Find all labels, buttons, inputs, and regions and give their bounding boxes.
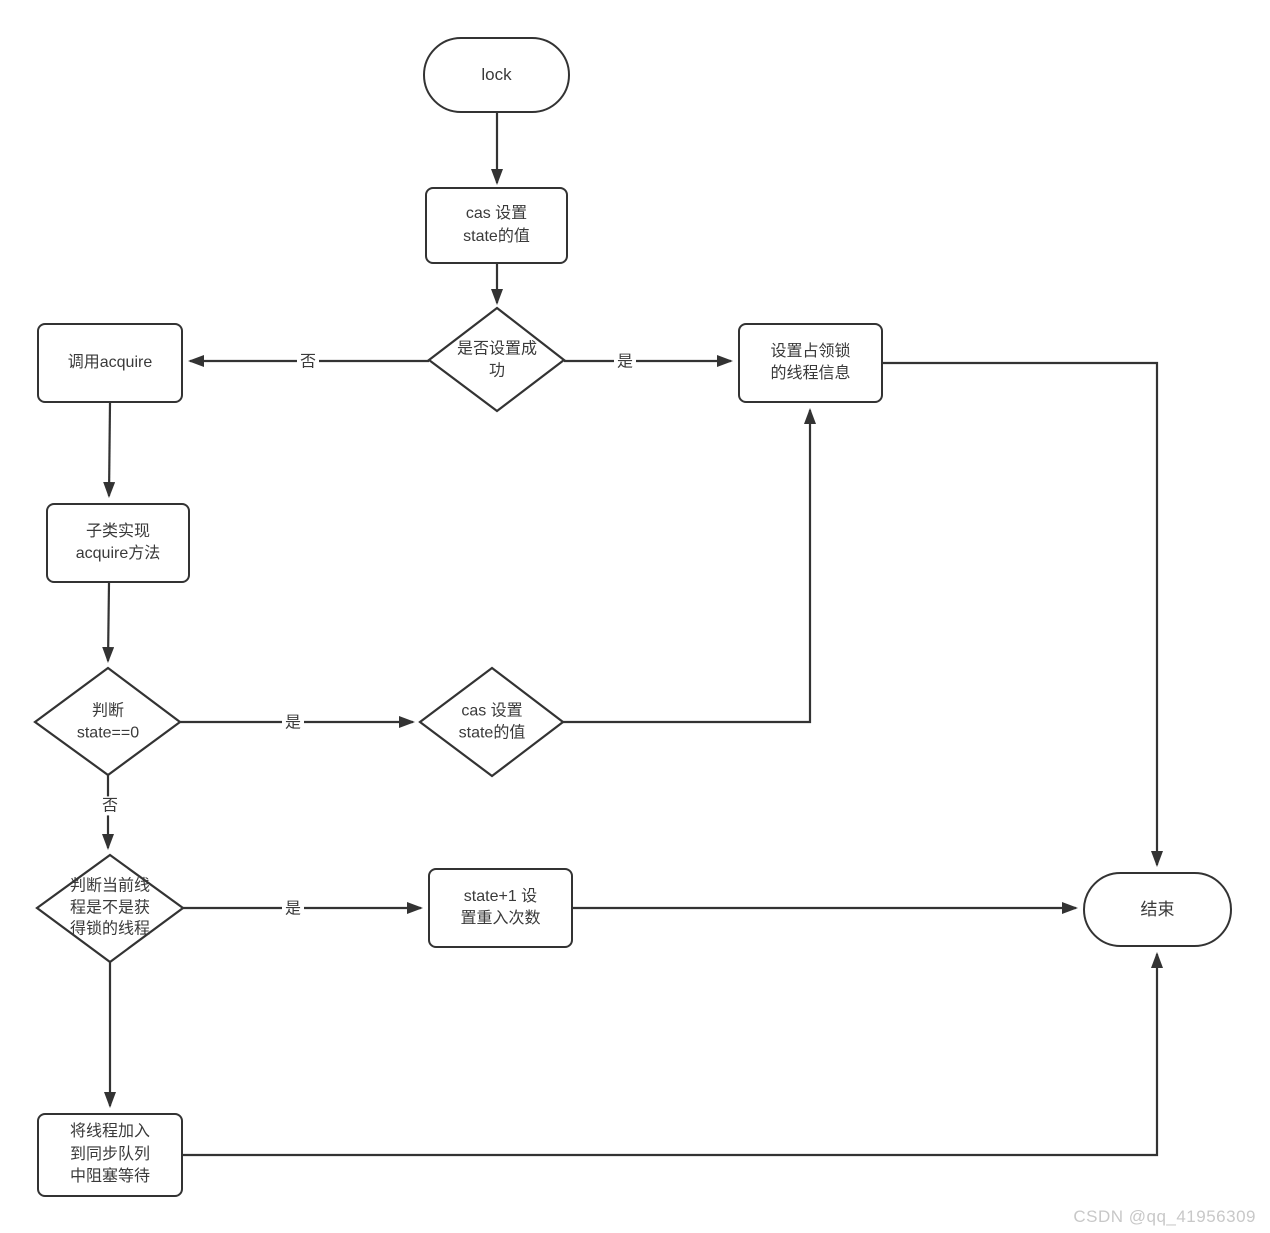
decision-set-success-shape [427, 306, 566, 413]
node-enqueue-block: 将线程加入 到同步队列 中阻塞等待 [37, 1113, 183, 1197]
edge-queue-to-end [183, 952, 1163, 1157]
edge-owner-to-end [883, 361, 1163, 867]
edge-cas-diamond-to-owner [563, 408, 816, 724]
node-subclass-acquire: 子类实现 acquire方法 [46, 503, 190, 583]
decision-current-thread-shape [35, 853, 185, 964]
decision-cas-set-state-shape [418, 666, 565, 778]
node-cas-set-state-top: cas 设置 state的值 [425, 187, 568, 264]
edge-label-yes-set-success: 是 [613, 352, 637, 372]
node-set-owner-thread: 设置占领锁 的线程信息 [738, 323, 883, 403]
node-call-acquire: 调用acquire [37, 323, 183, 403]
edge-label-no-state-zero: 否 [98, 796, 122, 816]
node-end: 结束 [1083, 872, 1232, 947]
edge-acquire-to-subclass [103, 402, 116, 498]
edge-label-yes-current-thread: 是 [281, 899, 305, 919]
node-lock: lock [423, 37, 570, 113]
edge-label-yes-state-zero: 是 [281, 713, 305, 733]
node-state-plus-one: state+1 设 置重入次数 [428, 868, 573, 948]
edge-subclass-to-state-decision [102, 582, 115, 663]
decision-state-zero-shape [33, 666, 182, 777]
edge-label-no-set-success: 否 [296, 352, 320, 372]
watermark: CSDN @qq_41956309 [1073, 1207, 1256, 1226]
